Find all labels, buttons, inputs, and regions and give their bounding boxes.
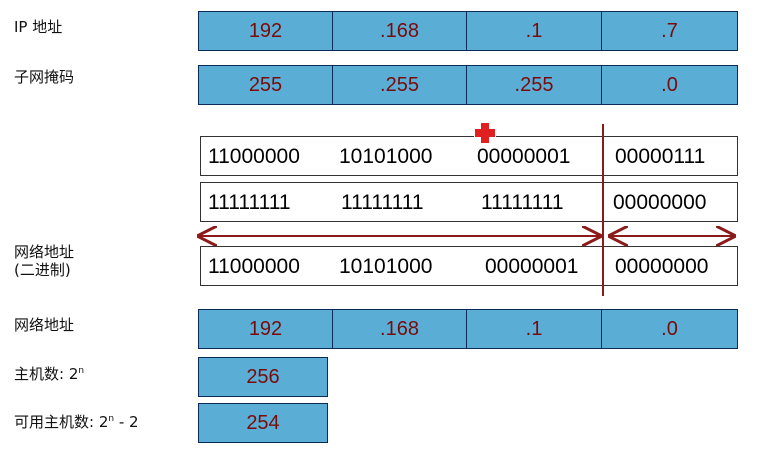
network-address-label: 网络地址	[14, 316, 75, 334]
network-binary-label-line1: 网络地址	[14, 243, 75, 261]
mask-octet-1: 255	[198, 65, 333, 105]
ip-octet-3: .1	[467, 11, 602, 51]
subnet-mask-row: 255 .255 .255 .0	[198, 65, 738, 105]
net-octet-4: .0	[602, 309, 738, 349]
ip-binary-octet-2: 10101000	[339, 145, 433, 168]
ip-binary-octet-1: 11000000	[208, 145, 300, 168]
mask-binary-octet-2: 11111111	[341, 191, 424, 214]
ip-address-label: IP 地址	[14, 18, 63, 36]
ip-binary-octet-4: 00000111	[615, 145, 706, 168]
net-octet-2: .168	[333, 309, 467, 349]
mask-octet-4: .0	[602, 65, 738, 105]
usable-hosts-label-text: 可用主机数: 2	[14, 413, 109, 431]
ip-octet-4: .7	[602, 11, 738, 51]
hosts-count-box: 256	[198, 357, 328, 397]
net-binary-octet-3: 00000001	[485, 255, 579, 278]
net-binary-octet-2: 10101000	[339, 255, 433, 278]
net-octet-3: .1	[467, 309, 602, 349]
mask-octet-3: .255	[467, 65, 602, 105]
net-octet-1: 192	[198, 309, 333, 349]
usable-hosts-label-suffix: - 2	[114, 413, 139, 431]
hosts-count-exponent: n	[78, 366, 85, 376]
ip-octet-2: .168	[333, 11, 467, 51]
ip-binary-box: 11000000 10101000 00000001 00000111	[200, 136, 738, 176]
network-binary-label: 网络地址 (二进制)	[14, 243, 74, 279]
net-binary-octet-4: 00000000	[615, 255, 709, 278]
hosts-count-label-text: 主机数: 2	[14, 365, 79, 383]
network-binary-label-line2: (二进制)	[14, 261, 71, 279]
mask-binary-octet-1: 11111111	[208, 191, 291, 214]
mask-binary-octet-4: 00000000	[613, 191, 707, 214]
ip-binary-octet-3: 00000001	[477, 145, 571, 168]
usable-hosts-exponent: n	[108, 414, 115, 424]
usable-hosts-label: 可用主机数: 2n - 2	[14, 410, 139, 431]
network-binary-box: 11000000 10101000 00000001 00000000	[200, 246, 738, 286]
mask-binary-box: 11111111 11111111 11111111 00000000	[200, 182, 738, 222]
hosts-count-label: 主机数: 2n	[14, 362, 84, 383]
mask-binary-octet-3: 11111111	[481, 191, 564, 214]
ip-octet-1: 192	[198, 11, 333, 51]
network-address-row: 192 .168 .1 .0	[198, 309, 738, 349]
ip-address-row: 192 .168 .1 .7	[198, 11, 738, 51]
mask-octet-2: .255	[333, 65, 467, 105]
subnet-mask-label: 子网掩码	[14, 68, 75, 86]
net-binary-octet-1: 11000000	[208, 255, 300, 278]
plus-icon	[474, 122, 496, 144]
usable-hosts-box: 254	[198, 403, 328, 443]
